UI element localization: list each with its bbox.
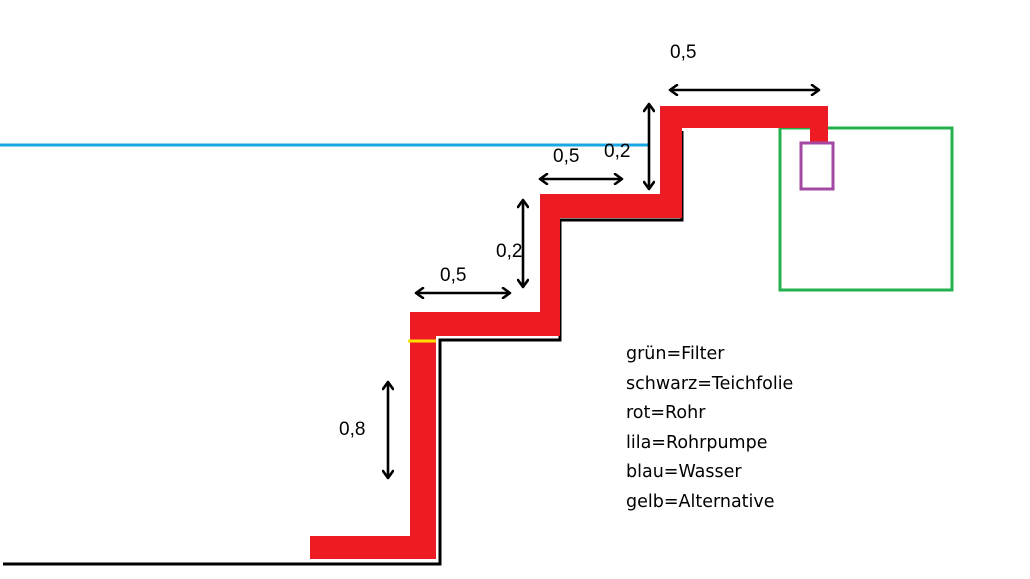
pipe-pump [799, 141, 835, 191]
filter-box [778, 126, 954, 292]
pipe [310, 106, 828, 559]
legend: grün=Filter schwarz=Teichfolie rot=Rohr … [626, 340, 793, 517]
label-step2-vertical: 0,2 [604, 141, 630, 162]
legend-item-pipe: rot=Rohr [626, 403, 706, 423]
label-step1-horizontal: 0,5 [440, 265, 466, 286]
label-bottom-vertical: 0,8 [339, 419, 365, 440]
legend-item-alternative: gelb=Alternative [626, 491, 775, 512]
legend-item-filter: grün=Filter [626, 344, 725, 364]
legend-item-pump: lila=Rohrpumpe [626, 432, 768, 453]
pond-liner [3, 131, 684, 566]
label-step2-horizontal: 0,5 [553, 146, 579, 167]
legend-item-water: blau=Wasser [626, 462, 742, 482]
label-top-horizontal: 0,5 [670, 42, 696, 63]
legend-item-liner: schwarz=Teichfolie [626, 373, 794, 394]
label-step1-vertical: 0,2 [496, 241, 522, 262]
